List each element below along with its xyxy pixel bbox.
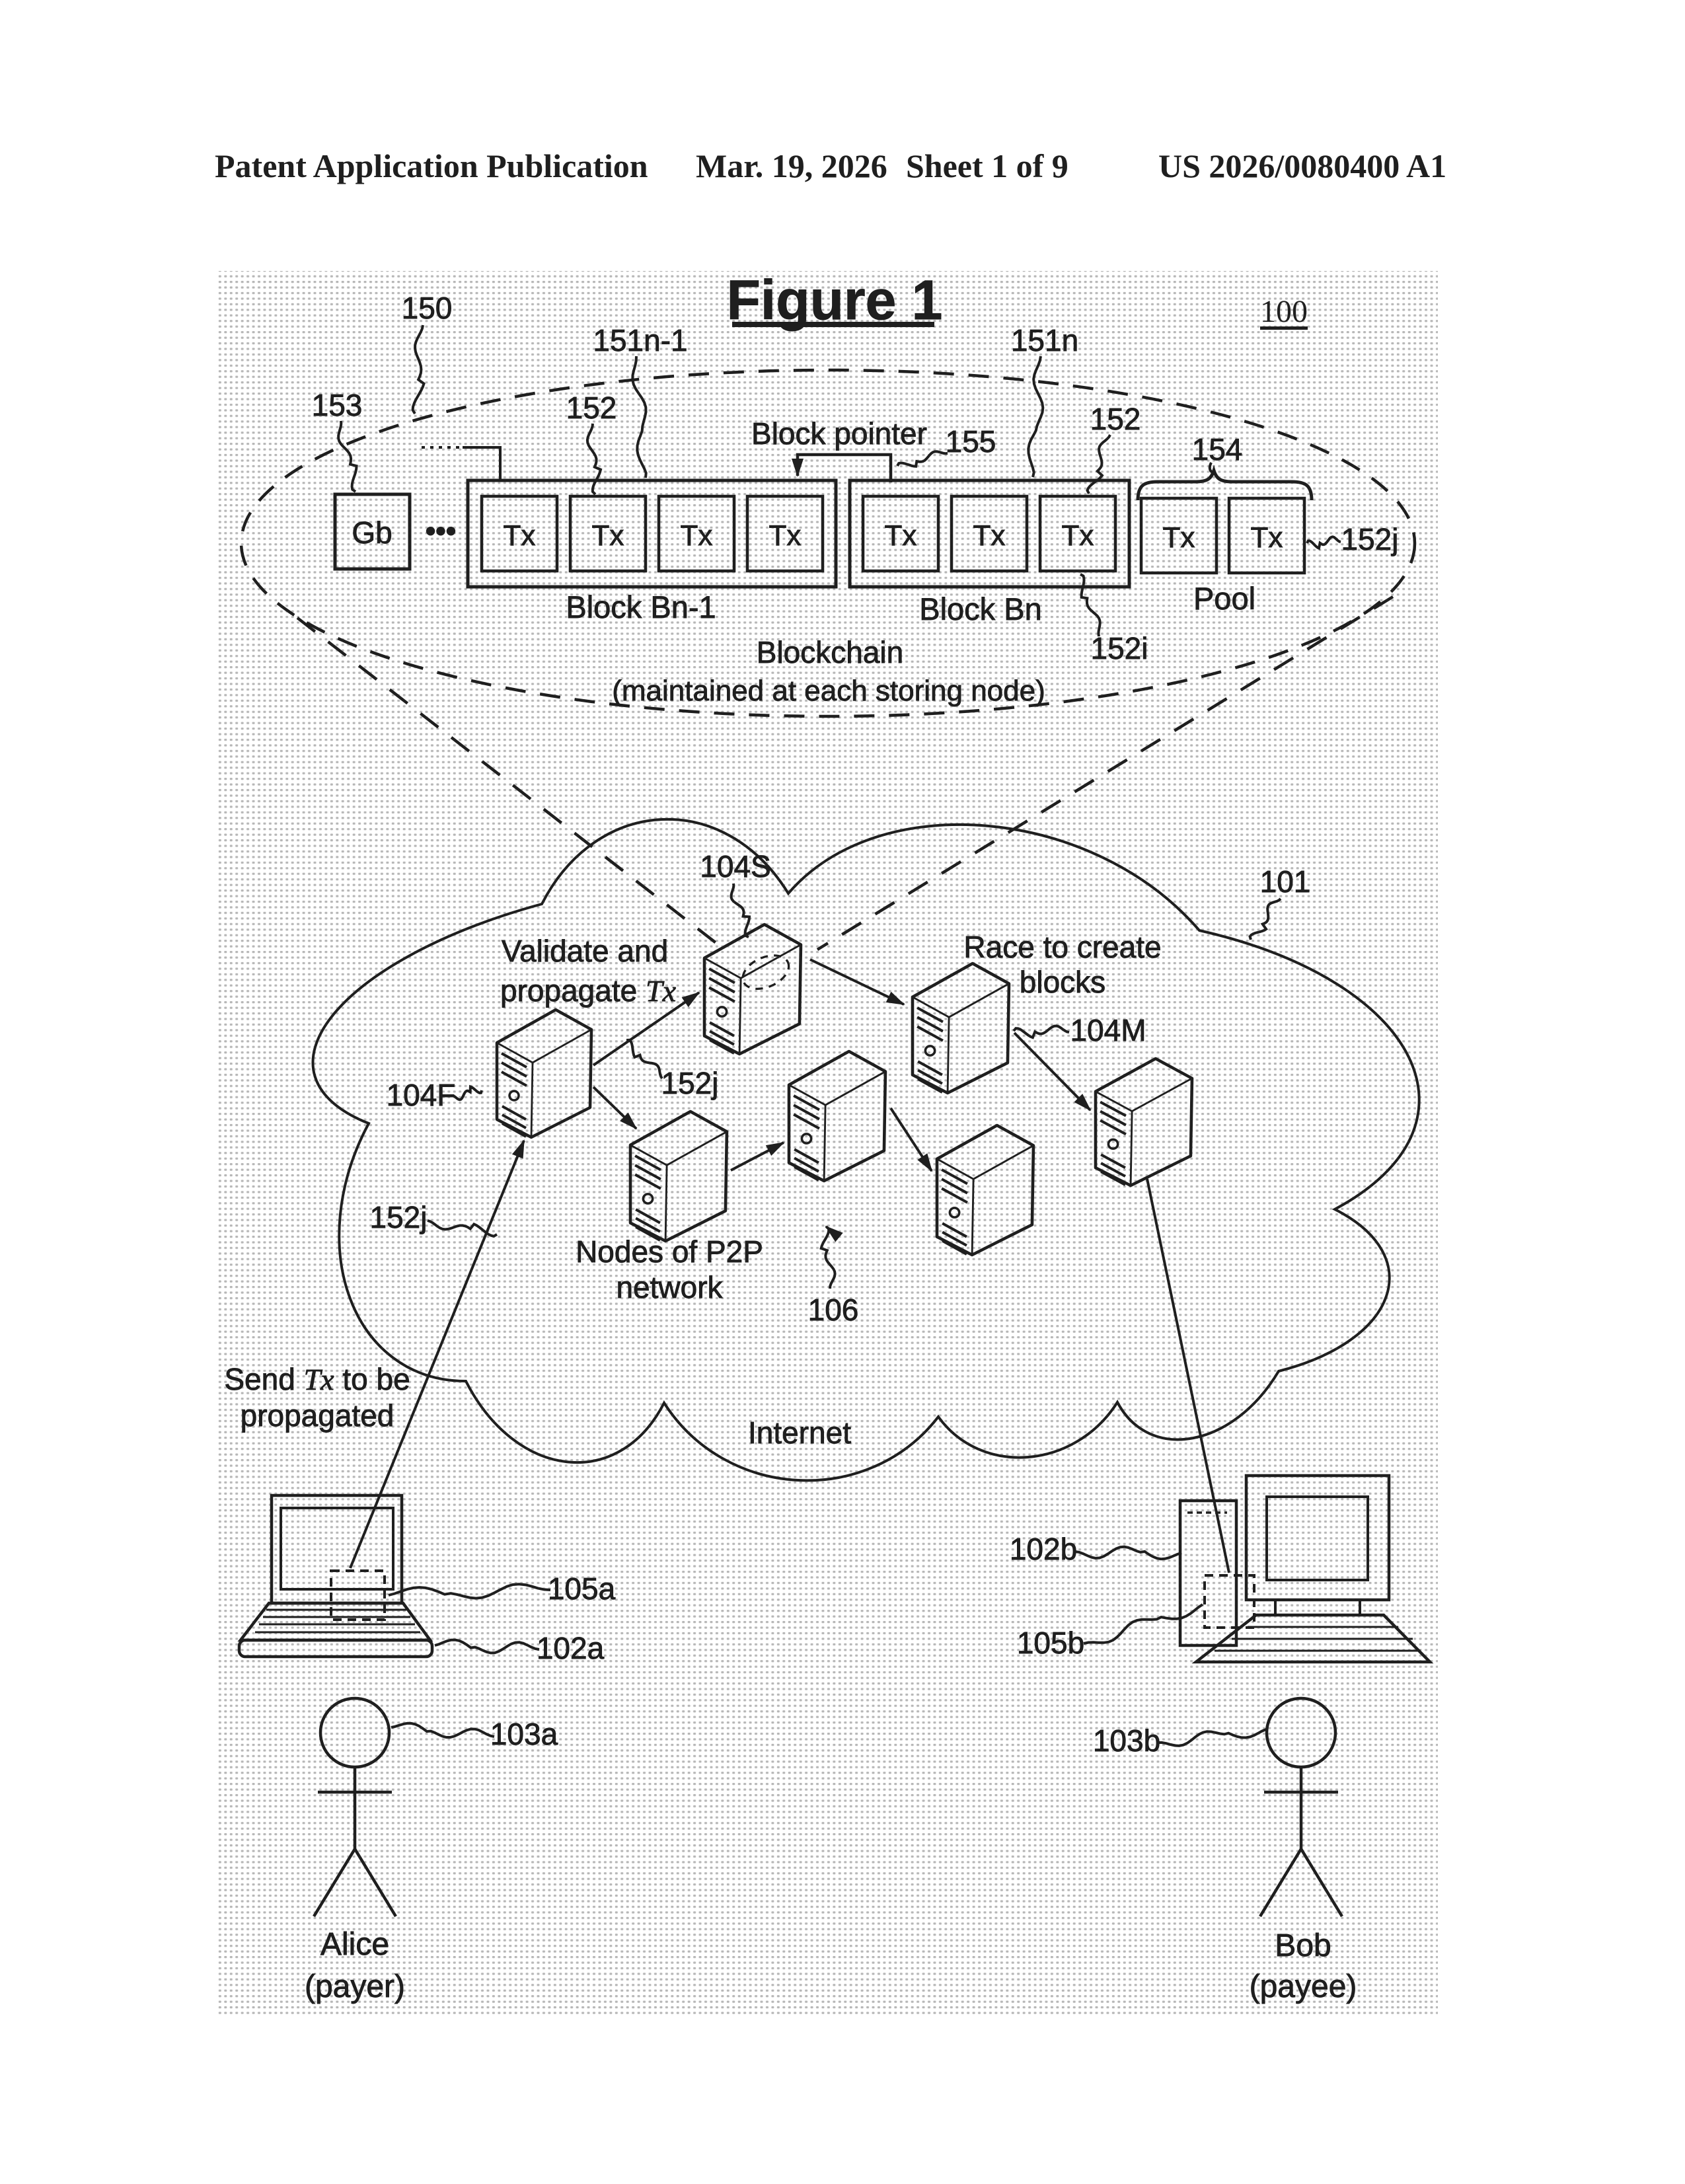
svg-text:Block Bn: Block Bn (919, 591, 1041, 626)
svg-text:150: 150 (402, 291, 453, 325)
svg-text:Nodes of P2P: Nodes of P2P (576, 1234, 763, 1269)
svg-text:Patent Application Publication: Patent Application Publication (215, 147, 648, 184)
svg-text:Internet: Internet (748, 1415, 851, 1450)
svg-text:102b: 102b (1010, 1532, 1077, 1566)
svg-text:101: 101 (1260, 864, 1311, 899)
svg-text:103a: 103a (490, 1717, 558, 1751)
svg-text:US 2026/0080400 A1: US 2026/0080400 A1 (1158, 147, 1446, 184)
svg-text:104M: 104M (1070, 1013, 1146, 1047)
svg-text:(payer): (payer) (305, 1969, 405, 2004)
svg-text:Block Bn-1: Block Bn-1 (566, 589, 716, 624)
svg-text:151n: 151n (1011, 323, 1078, 358)
svg-text:Tx: Tx (1062, 519, 1094, 552)
svg-text:Tx: Tx (973, 519, 1006, 552)
svg-text:152j: 152j (1341, 522, 1399, 556)
svg-text:102a: 102a (537, 1631, 605, 1665)
svg-text:Tx: Tx (504, 519, 536, 552)
svg-text:propagate Tx: propagate Tx (500, 973, 677, 1008)
svg-text:152: 152 (1090, 402, 1141, 436)
svg-text:152: 152 (566, 391, 617, 425)
svg-text:155: 155 (946, 424, 996, 459)
svg-text:Validate and: Validate and (502, 934, 668, 968)
svg-text:network: network (616, 1270, 723, 1304)
svg-text:153: 153 (312, 388, 363, 422)
svg-text:Block pointer: Block pointer (751, 416, 927, 451)
svg-text:152i: 152i (1091, 631, 1148, 665)
svg-text:Send Tx to be: Send Tx to be (224, 1362, 410, 1396)
svg-text:106: 106 (808, 1293, 859, 1327)
svg-text:Mar. 19, 2026: Mar. 19, 2026 (696, 147, 887, 184)
svg-text:Tx: Tx (1251, 521, 1283, 554)
svg-text:105a: 105a (548, 1571, 616, 1606)
svg-text:(payee): (payee) (1250, 1969, 1357, 2004)
svg-text:100: 100 (1260, 294, 1308, 329)
svg-text:Tx: Tx (885, 519, 917, 552)
svg-text:151n-1: 151n-1 (593, 323, 687, 358)
svg-text:Race to create: Race to create (963, 930, 1161, 964)
svg-text:Figure 1: Figure 1 (727, 269, 943, 331)
svg-text:Gb: Gb (352, 515, 392, 550)
svg-text:Tx: Tx (681, 519, 713, 552)
svg-text:104S: 104S (700, 849, 770, 884)
svg-text:Pool: Pool (1193, 581, 1255, 616)
svg-text:propagated: propagated (241, 1398, 394, 1433)
svg-text:103b: 103b (1093, 1723, 1160, 1758)
svg-text:Tx: Tx (1163, 521, 1195, 554)
svg-text:154: 154 (1192, 432, 1243, 467)
svg-text:152j: 152j (370, 1200, 428, 1234)
svg-text:Alice: Alice (320, 1927, 389, 1962)
svg-text:Sheet 1 of 9: Sheet 1 of 9 (906, 147, 1068, 184)
svg-text:105b: 105b (1017, 1626, 1084, 1660)
svg-text:•••: ••• (426, 515, 456, 547)
svg-text:blocks: blocks (1020, 965, 1105, 999)
svg-text:104F: 104F (387, 1078, 456, 1112)
svg-text:(maintained at each storing no: (maintained at each storing node) (612, 675, 1045, 707)
svg-text:Bob: Bob (1275, 1928, 1331, 1963)
svg-text:Tx: Tx (769, 519, 802, 552)
svg-text:152j: 152j (661, 1066, 719, 1100)
svg-text:Tx: Tx (592, 519, 624, 552)
svg-text:Blockchain: Blockchain (757, 635, 903, 669)
